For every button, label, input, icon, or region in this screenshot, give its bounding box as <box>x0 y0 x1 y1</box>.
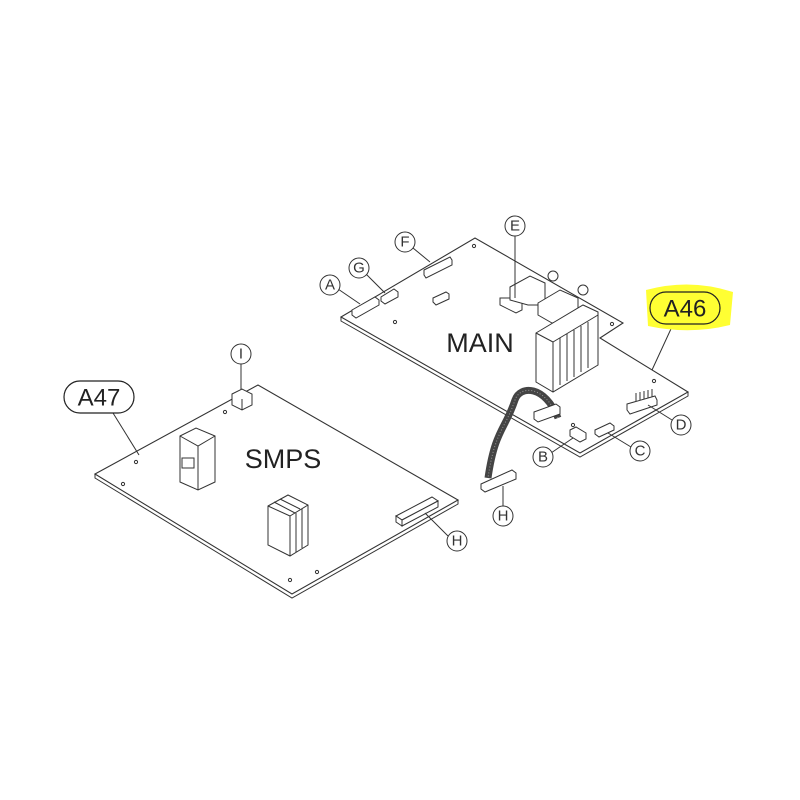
callout-f: F <box>394 231 416 253</box>
svg-text:A: A <box>325 277 335 294</box>
svg-text:A47: A47 <box>78 385 121 412</box>
svg-text:I: I <box>239 346 243 363</box>
main-connector-c <box>594 422 615 438</box>
callout-h-smps: H <box>446 530 468 552</box>
callout-b: B <box>532 446 554 468</box>
smps-heatsink <box>267 494 309 557</box>
part-ref-a46: A46 <box>646 284 733 331</box>
svg-text:G: G <box>353 260 365 277</box>
part-ref-a47: A47 <box>63 380 135 414</box>
main-heatsink <box>535 304 599 393</box>
svg-text:B: B <box>538 449 548 466</box>
callout-c: C <box>629 440 651 462</box>
smps-board-label: SMPS <box>245 444 322 474</box>
svg-text:A46: A46 <box>664 296 707 323</box>
callout-h-cable: H <box>492 505 514 527</box>
main-connector-d <box>626 389 658 415</box>
svg-text:C: C <box>635 443 646 460</box>
callout-g: G <box>348 257 370 279</box>
callout-d: D <box>670 414 692 436</box>
cable-h <box>480 386 562 493</box>
svg-text:D: D <box>676 417 687 434</box>
smps-connector-i <box>231 388 253 411</box>
main-board: MAIN <box>339 237 690 458</box>
main-connector-b <box>569 426 587 443</box>
main-board-label: MAIN <box>446 328 514 358</box>
svg-text:H: H <box>452 533 463 550</box>
main-connector-small <box>432 291 450 306</box>
svg-text:H: H <box>498 508 509 525</box>
callout-a: A <box>319 274 341 296</box>
main-connector-f <box>423 256 453 279</box>
smps-connector-h <box>395 496 439 527</box>
svg-text:E: E <box>510 218 520 235</box>
callout-e: E <box>504 215 526 237</box>
main-av-jacks <box>509 270 589 324</box>
highlight-mark <box>646 284 733 331</box>
callout-i: I <box>230 343 252 365</box>
smps-transformer <box>179 427 216 491</box>
leader-lines <box>112 236 677 537</box>
main-connector-a <box>351 296 380 319</box>
main-connector-g <box>380 288 399 305</box>
svg-text:F: F <box>400 234 409 251</box>
smps-board: SMPS <box>93 384 460 599</box>
